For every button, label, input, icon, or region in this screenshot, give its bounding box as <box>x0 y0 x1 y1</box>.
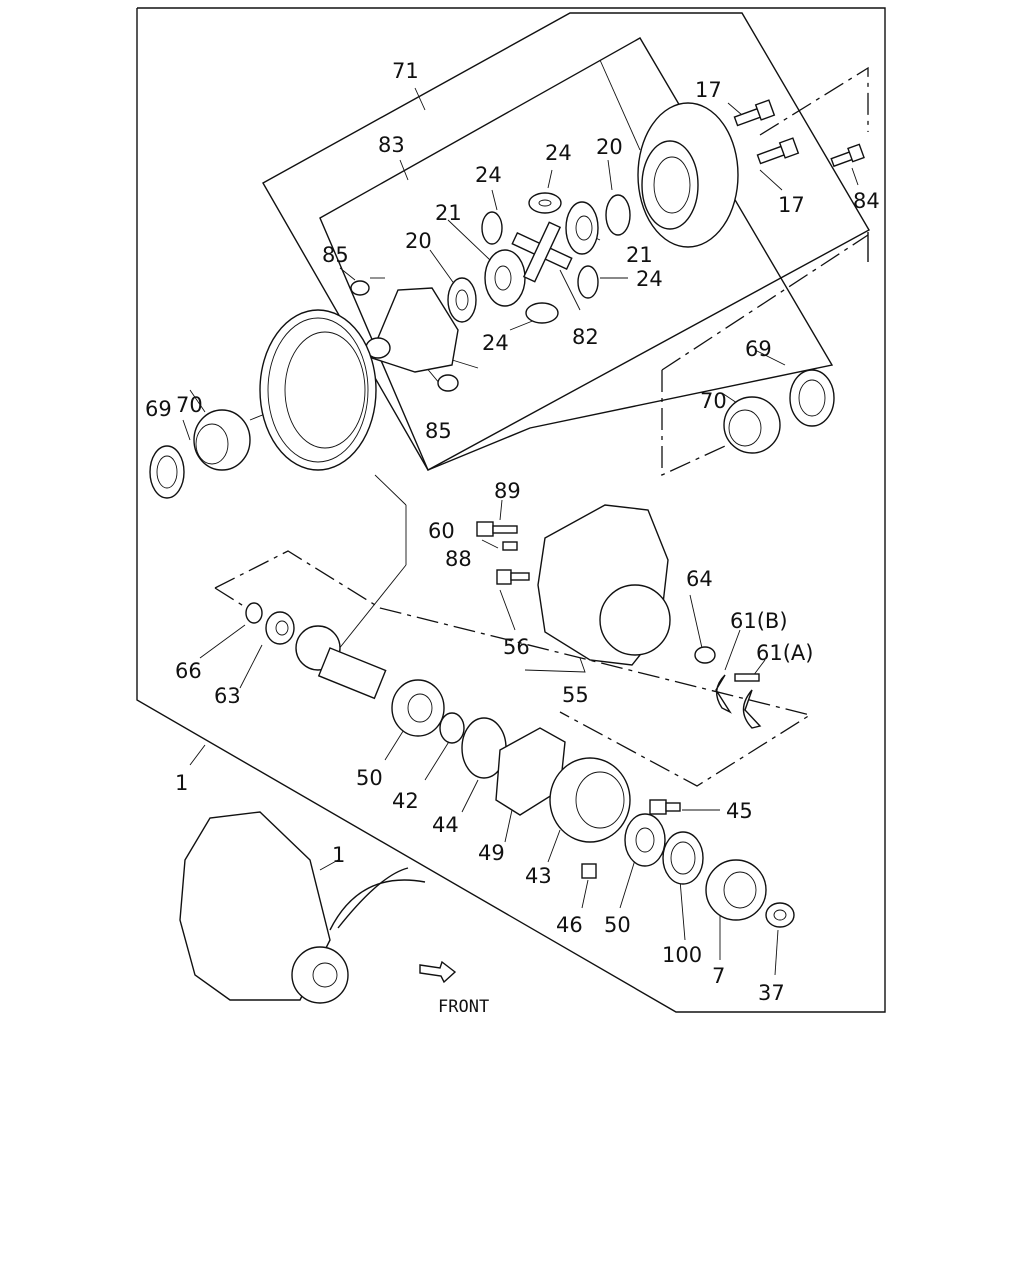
callout-1-frame: 1 <box>175 771 188 795</box>
callout-49: 49 <box>478 841 505 865</box>
bearing-cage-43 <box>549 757 631 843</box>
nut-85-bottom <box>437 374 459 392</box>
callout-61B: 61(B) <box>730 609 788 633</box>
callout-50-front: 50 <box>356 766 383 790</box>
front-label: FRONT <box>438 997 489 1017</box>
callout-69-left: 69 <box>145 397 172 421</box>
case-flange-17 <box>637 102 739 248</box>
callout-46: 46 <box>556 913 583 937</box>
bolt-56 <box>496 569 530 585</box>
bearing-63 <box>265 611 295 645</box>
callout-17-upper: 17 <box>695 78 722 102</box>
stud-89 <box>476 521 518 537</box>
callout-63: 63 <box>214 684 241 708</box>
seal-100 <box>662 831 704 885</box>
callout-21-right: 21 <box>626 243 653 267</box>
callout-69-right: 69 <box>745 337 772 361</box>
callout-60: 60 <box>428 519 455 543</box>
callout-20-right: 20 <box>596 135 623 159</box>
callout-88: 88 <box>445 547 472 571</box>
callout-66: 66 <box>175 659 202 683</box>
frame-83 <box>319 37 834 471</box>
callout-42: 42 <box>392 789 419 813</box>
companion-flange-7 <box>705 859 767 921</box>
frame-71 <box>262 12 870 471</box>
pinion-gear-24-bottom <box>525 302 559 324</box>
nut-85-top <box>350 280 370 296</box>
snap-ring-66 <box>245 602 263 624</box>
carrier-housing-55 <box>537 504 671 666</box>
callout-7: 7 <box>712 964 725 988</box>
callout-1-unit: 1 <box>332 843 345 867</box>
callout-17-lower: 17 <box>778 193 805 217</box>
bearing-70-right <box>723 396 781 454</box>
lock-61A <box>734 673 762 729</box>
pinion-gear-24-top <box>528 192 562 214</box>
race-69-left <box>149 445 185 499</box>
callout-21-left: 21 <box>435 201 462 225</box>
callout-70-left: 70 <box>176 393 203 417</box>
bolt-17-upper <box>733 99 776 127</box>
callout-24-right: 24 <box>636 267 663 291</box>
dash-frame-70 <box>661 370 761 477</box>
side-gear-21-right <box>565 201 599 255</box>
dash-frame-84 <box>759 66 869 136</box>
leader-lines <box>182 59 859 976</box>
spider-cross-82 <box>511 221 573 283</box>
callout-61A: 61(A) <box>756 641 813 665</box>
callout-24-left: 24 <box>475 163 502 187</box>
differential-case <box>365 287 459 373</box>
bearing-50-rear <box>624 813 666 867</box>
spacer-42 <box>439 712 465 744</box>
outer-frame <box>136 7 886 1013</box>
bearing-50-front <box>391 679 445 737</box>
callout-70-right: 70 <box>700 389 727 413</box>
bearing-70-left <box>193 409 251 471</box>
callout-24-bottom: 24 <box>482 331 509 355</box>
ring-gear <box>259 309 377 471</box>
callout-55: 55 <box>562 683 589 707</box>
callout-85-bottom: 85 <box>425 419 452 443</box>
nut-64 <box>694 646 716 664</box>
callouts: 71 83 17 17 84 24 24 20 21 20 21 24 85 8… <box>145 59 880 1005</box>
drive-pinion <box>295 625 387 700</box>
callout-45: 45 <box>726 799 753 823</box>
callout-71: 71 <box>392 59 419 83</box>
callout-89: 89 <box>494 479 521 503</box>
bolt-45 <box>649 799 681 815</box>
lock-61B <box>715 674 732 714</box>
callout-56: 56 <box>503 635 530 659</box>
callout-64: 64 <box>686 567 713 591</box>
pin-88 <box>502 541 518 551</box>
front-arrow-icon <box>419 960 457 984</box>
callout-50-rear: 50 <box>604 913 631 937</box>
thrust-washer-20-left <box>447 277 477 323</box>
thrust-washer-20-right <box>605 194 631 236</box>
callout-44: 44 <box>432 813 459 837</box>
frame-pinion <box>214 550 812 787</box>
callout-20-left: 20 <box>405 229 432 253</box>
callout-43: 43 <box>525 864 552 888</box>
race-69-right <box>789 369 835 427</box>
callout-85-top: 85 <box>322 243 349 267</box>
callout-37: 37 <box>758 981 785 1005</box>
callout-24-top: 24 <box>545 141 572 165</box>
callout-100: 100 <box>662 943 702 967</box>
pinion-gear-24-right <box>577 265 599 299</box>
callout-83: 83 <box>378 133 405 157</box>
side-gear-21-left <box>484 249 526 307</box>
bolt-17-lower <box>756 137 800 165</box>
bolt-84 <box>830 143 865 168</box>
bolt-46 <box>581 863 597 879</box>
pinion-gear-24-left <box>481 211 503 245</box>
nut-37 <box>765 902 795 928</box>
callout-82: 82 <box>572 325 599 349</box>
callout-84: 84 <box>853 189 880 213</box>
assembled-differential-1 <box>179 811 426 1004</box>
